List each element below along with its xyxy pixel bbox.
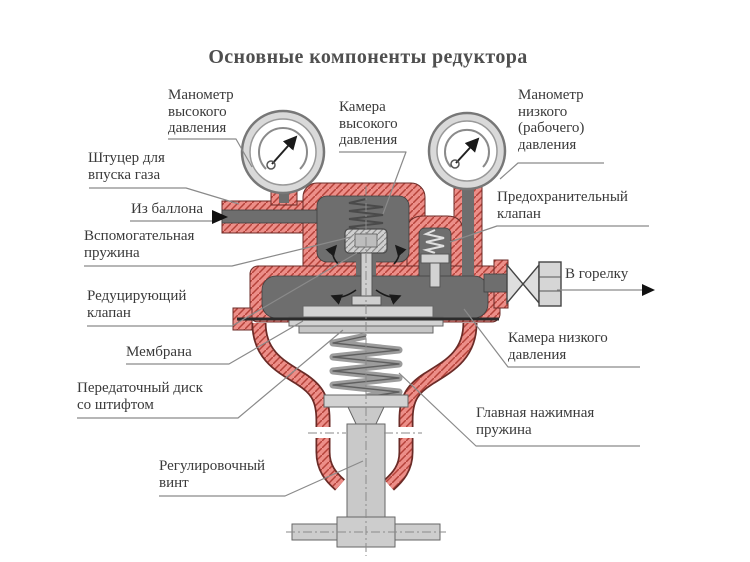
label-inlet-fitting: Штуцер для впуска газа [88, 150, 165, 183]
leader-adjusting-screw [159, 460, 364, 497]
flow-arrows [325, 244, 407, 305]
safety-valve-stem [429, 262, 441, 288]
label-adjusting-screw: Регулировочный винт [159, 458, 266, 491]
label-gauge-low-pressure: Манометр низкого (рабочего) давления [518, 87, 585, 153]
aux-spring [348, 198, 384, 232]
label-safety-valve: Предохранительный клапан [497, 189, 628, 222]
leader-reducing-valve [87, 252, 358, 327]
membrane-plate-upper [302, 305, 434, 318]
label-transfer-disc: Передаточный диск со штифтом [77, 380, 203, 413]
leader-chamber-high [339, 151, 407, 215]
pressure-gauge-low [427, 111, 507, 191]
label-from-cylinder: Из баллона [131, 201, 204, 217]
outlet-fitting [506, 261, 562, 307]
safety-valve-spring [422, 229, 445, 254]
label-main-spring: Главная нажимная пружина [476, 405, 595, 438]
leader-main-spring [398, 372, 640, 447]
leader-chamber-low [463, 308, 640, 368]
leader-gauge-high [168, 138, 253, 168]
leader-aux-spring [84, 236, 352, 267]
pressure-gauge-high [240, 109, 326, 195]
label-high-pressure-chamber: Камера высокого давления [339, 99, 398, 148]
to-burner-arrow [642, 284, 655, 296]
leader-lines [77, 138, 649, 497]
label-low-pressure-chamber: Камера низкого давления [508, 330, 608, 363]
label-aux-spring: Вспомогательная пружина [84, 228, 195, 261]
label-gauge-high-pressure: Манометр высокого давления [168, 87, 234, 136]
centerlines [286, 186, 446, 556]
gauge-low-channel [462, 180, 474, 280]
from-cylinder-arrow [212, 210, 228, 224]
leader-transfer-disc [77, 329, 344, 419]
inlet-channel [221, 209, 323, 224]
label-reducing-valve: Редуцирующий клапан [87, 288, 187, 321]
leader-safety-valve [449, 225, 649, 243]
safety-valve-plate [420, 253, 450, 264]
leader-gauge-low [499, 162, 604, 180]
label-membrane: Мембрана [126, 344, 192, 360]
bell-walls [251, 322, 478, 491]
diagram-title: Основные компоненты редуктора [208, 46, 528, 68]
leader-membrane [126, 320, 304, 365]
outlet-channel [483, 273, 509, 293]
label-to-burner: В горелку [565, 266, 629, 282]
leader-inlet-fitting [89, 187, 240, 205]
